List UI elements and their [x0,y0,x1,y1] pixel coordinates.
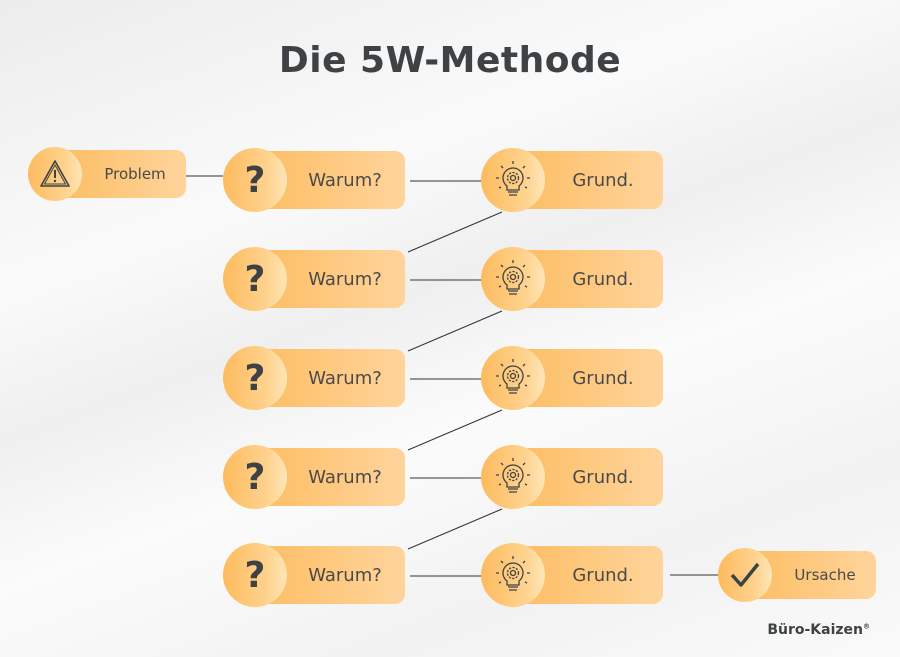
connector-line [407,310,503,352]
question-mark-icon: ? [223,543,287,607]
connector-line [407,211,503,253]
question-mark-icon: ? [223,148,287,212]
cause-label: Ursache [746,551,876,599]
warning-triangle-icon [28,147,82,201]
connector-line [407,508,503,550]
lightbulb-gear-icon [481,445,545,509]
question-mark-icon: ? [223,445,287,509]
question-mark-icon: ? [223,346,287,410]
lightbulb-gear-icon [481,346,545,410]
lightbulb-gear-icon [481,247,545,311]
brand-name: Büro-Kaizen [767,622,863,638]
brand-mark: ® [863,622,870,631]
page-title: Die 5W-Methode [278,40,622,81]
checkmark-icon [718,548,772,602]
lightbulb-gear-icon [481,148,545,212]
lightbulb-gear-icon [481,543,545,607]
brand-logo: Büro-Kaizen® [767,622,870,638]
connector-line [407,409,503,451]
question-mark-icon: ? [223,247,287,311]
